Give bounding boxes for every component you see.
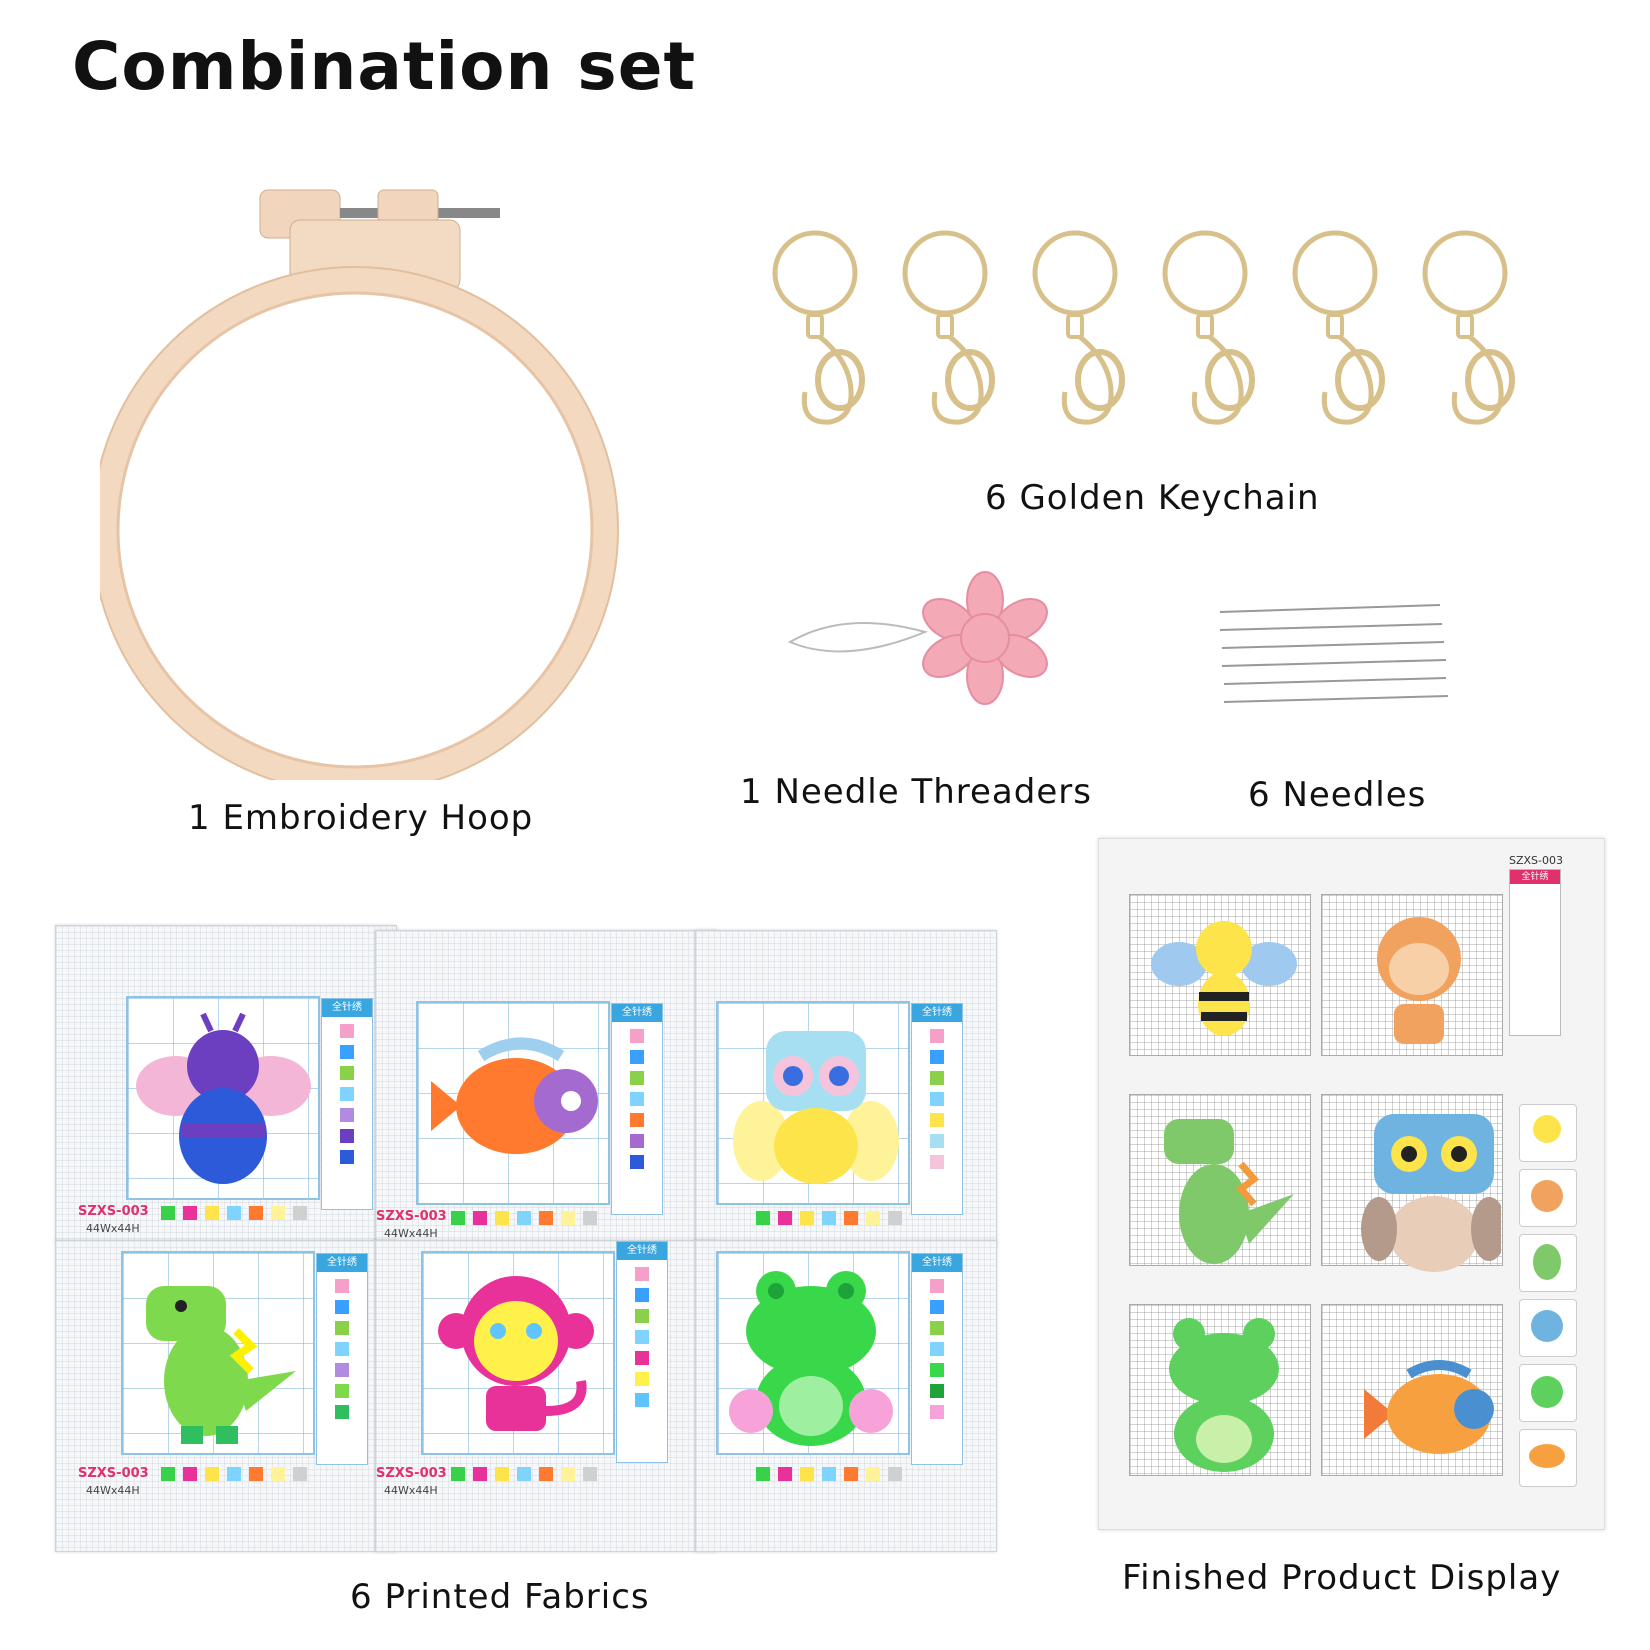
- display-color-table: 全针绣: [1509, 869, 1561, 1036]
- fish-motif: [431, 1037, 598, 1154]
- frog-motif: [729, 1271, 893, 1446]
- needle-threader-image: [787, 571, 1048, 705]
- finished-product-sheet: SZXS-003 全针绣: [1098, 838, 1605, 1530]
- display-code: SZXS-003: [1509, 854, 1564, 867]
- embroidery-hoop-image: [100, 189, 619, 780]
- fabric-sheet-frog: 全针绣: [695, 1240, 997, 1552]
- monkey-motif: [438, 1276, 594, 1431]
- fabric-sheet-fish: 全针绣 SZXS-003 44Wx44H: [375, 930, 717, 1247]
- fabric-sheet-owl: 全针绣: [695, 930, 997, 1247]
- dino-motif: [146, 1286, 296, 1444]
- fabric-sheet-bee: 全针绣 SZXS-003 44Wx44H: [55, 925, 397, 1242]
- needles-image: [1219, 604, 1449, 703]
- printed-fabrics-group: 全针绣 SZXS-003 44Wx44H 全针绣 SZXS-003 44Wx44…: [55, 925, 1000, 1555]
- hoop-caption: 1 Embroidery Hoop: [188, 798, 534, 838]
- keychain-row-image: [772, 225, 1550, 425]
- fabric-sheet-monkey: 全针绣 SZXS-003 44Wx44H: [375, 1240, 717, 1552]
- fabrics-caption: 6 Printed Fabrics: [350, 1577, 650, 1617]
- fabric-sheet-dino: 全针绣 SZXS-003 44Wx44H: [55, 1240, 397, 1552]
- thumbnail-icons: [1529, 1115, 1565, 1468]
- bee-motif: [136, 1012, 311, 1184]
- threader-caption: 1 Needle Threaders: [740, 772, 1092, 812]
- owl-motif: [733, 1031, 899, 1184]
- needles-caption: 6 Needles: [1248, 775, 1427, 815]
- display-caption: Finished Product Display: [1122, 1558, 1562, 1598]
- keychain-caption: 6 Golden Keychain: [985, 478, 1320, 518]
- finished-motifs: [1151, 917, 1501, 1472]
- page-title: Combination set: [72, 28, 697, 105]
